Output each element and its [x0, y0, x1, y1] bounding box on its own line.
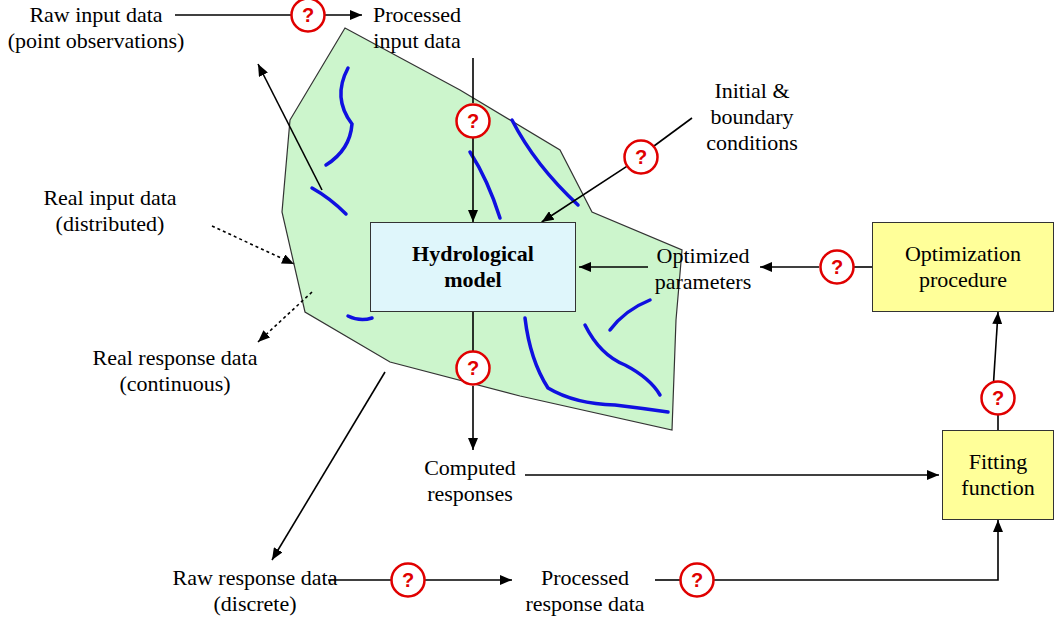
question-mark: ? — [691, 569, 703, 591]
flow-label: Raw response data (discrete) — [170, 565, 340, 617]
flow-arrows — [175, 15, 939, 580]
flow-connector — [472, 312, 474, 351]
flow-connector — [542, 166, 627, 222]
question-circle: ? — [455, 350, 491, 386]
question-circle: ? — [455, 103, 491, 139]
flow-label: Real input data (distributed) — [10, 185, 210, 237]
question-circle: ? — [390, 562, 426, 598]
flow-label: Raw input data (point observations) — [1, 2, 191, 54]
question-mark: ? — [992, 387, 1004, 409]
question-mark: ? — [467, 110, 479, 132]
question-circle: ? — [290, 0, 326, 33]
box-text: Hydrological model — [398, 241, 548, 293]
flow-label: Initial & boundary conditions — [693, 78, 811, 156]
box-text: Fitting function — [952, 449, 1044, 501]
question-circle: ? — [679, 562, 715, 598]
flow-connector — [854, 266, 872, 268]
flow-label: Optimized parameters — [643, 243, 763, 295]
question-mark: ? — [831, 256, 843, 278]
question-mark: ? — [402, 569, 414, 591]
flow-connector — [997, 415, 999, 430]
flow-connector — [994, 312, 998, 382]
flow-label: Processed response data — [518, 565, 653, 617]
model-box: Hydrological model — [370, 222, 576, 312]
river-network — [312, 68, 668, 412]
question-mark: ? — [302, 4, 314, 26]
flow-connector — [714, 520, 998, 580]
question-circle: ? — [980, 380, 1016, 416]
catchment-area — [282, 28, 682, 430]
question-circle: ? — [819, 249, 855, 285]
box-text: Optimization procedure — [888, 241, 1038, 293]
question-mark: ? — [467, 357, 479, 379]
process-box: Fitting function — [942, 430, 1054, 520]
flow-label: Processed input data — [361, 2, 473, 54]
flow-connector — [472, 138, 474, 222]
process-box: Optimization procedure — [872, 222, 1054, 312]
flow-label: Real response data (continuous) — [85, 345, 265, 397]
question-mark: ? — [635, 146, 647, 168]
flow-label: Computed responses — [405, 455, 535, 507]
question-circle: ? — [623, 139, 659, 175]
